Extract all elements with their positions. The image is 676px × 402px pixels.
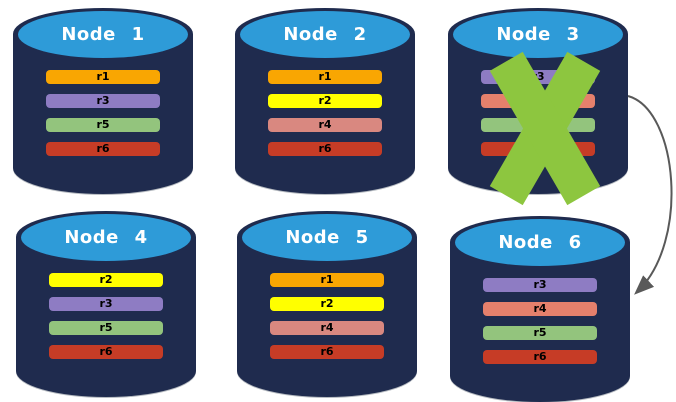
node-6-cylinder-body bbox=[450, 242, 630, 402]
replica-bar: r2 bbox=[49, 273, 163, 287]
replica-bar: r6 bbox=[270, 345, 384, 359]
node-5: Node 5 r1 r2 r4 r6 bbox=[237, 211, 417, 397]
node-2-replicas: r1 r2 r4 r6 bbox=[268, 70, 382, 156]
node-5-replicas: r1 r2 r4 r6 bbox=[270, 273, 384, 359]
node-3-title: Node 3 bbox=[496, 24, 580, 45]
replica-bar: r3 bbox=[483, 278, 597, 292]
node-4-cylinder-body bbox=[16, 237, 196, 397]
replica-bar: r5 bbox=[46, 118, 160, 132]
node-6: Node 6 r3 r4 r5 r6 bbox=[450, 216, 630, 402]
node-6-title: Node 6 bbox=[498, 232, 582, 253]
failed-x-icon bbox=[448, 8, 628, 206]
replica-bar: r6 bbox=[483, 350, 597, 364]
replica-bar: r3 bbox=[46, 94, 160, 108]
replica-bar: r1 bbox=[270, 273, 384, 287]
node-6-cylinder-top: Node 6 bbox=[455, 219, 625, 266]
node-4: Node 4 r2 r3 r5 r6 bbox=[16, 211, 196, 397]
node-6-replicas: r3 r4 r5 r6 bbox=[483, 278, 597, 364]
replica-bar: r3 bbox=[49, 297, 163, 311]
replica-bar: r2 bbox=[270, 297, 384, 311]
replica-bar: r4 bbox=[270, 321, 384, 335]
node-2-title: Node 2 bbox=[283, 24, 367, 45]
node-5-cylinder-body bbox=[237, 237, 417, 397]
node-1-title: Node 1 bbox=[61, 24, 145, 45]
replica-bar: r4 bbox=[483, 302, 597, 316]
node-1-cylinder-top: Node 1 bbox=[18, 11, 188, 58]
replica-bar: r6 bbox=[268, 142, 382, 156]
node-4-replicas: r2 r3 r5 r6 bbox=[49, 273, 163, 359]
node-5-title: Node 5 bbox=[285, 227, 369, 248]
node-4-title: Node 4 bbox=[64, 227, 148, 248]
replica-bar: r2 bbox=[268, 94, 382, 108]
node-3-cylinder-top: Node 3 bbox=[453, 11, 623, 58]
node-3: Node 3 r3 r4 r5 r6 bbox=[448, 8, 628, 206]
replica-bar: r5 bbox=[483, 326, 597, 340]
replica-bar: r4 bbox=[268, 118, 382, 132]
node-1-cylinder-body bbox=[13, 34, 193, 194]
replica-bar: r5 bbox=[49, 321, 163, 335]
replica-bar: r1 bbox=[46, 70, 160, 84]
node-2: Node 2 r1 r2 r4 r6 bbox=[235, 8, 415, 194]
replica-bar: r6 bbox=[49, 345, 163, 359]
node-1-replicas: r1 r3 r5 r6 bbox=[46, 70, 160, 156]
arrow-path bbox=[627, 95, 673, 295]
node-2-cylinder-body bbox=[235, 34, 415, 194]
node-5-cylinder-top: Node 5 bbox=[242, 214, 412, 261]
node-2-cylinder-top: Node 2 bbox=[240, 11, 410, 58]
node-1: Node 1 r1 r3 r5 r6 bbox=[13, 8, 193, 194]
replica-bar: r1 bbox=[268, 70, 382, 84]
node-4-cylinder-top: Node 4 bbox=[21, 214, 191, 261]
replica-bar: r6 bbox=[46, 142, 160, 156]
